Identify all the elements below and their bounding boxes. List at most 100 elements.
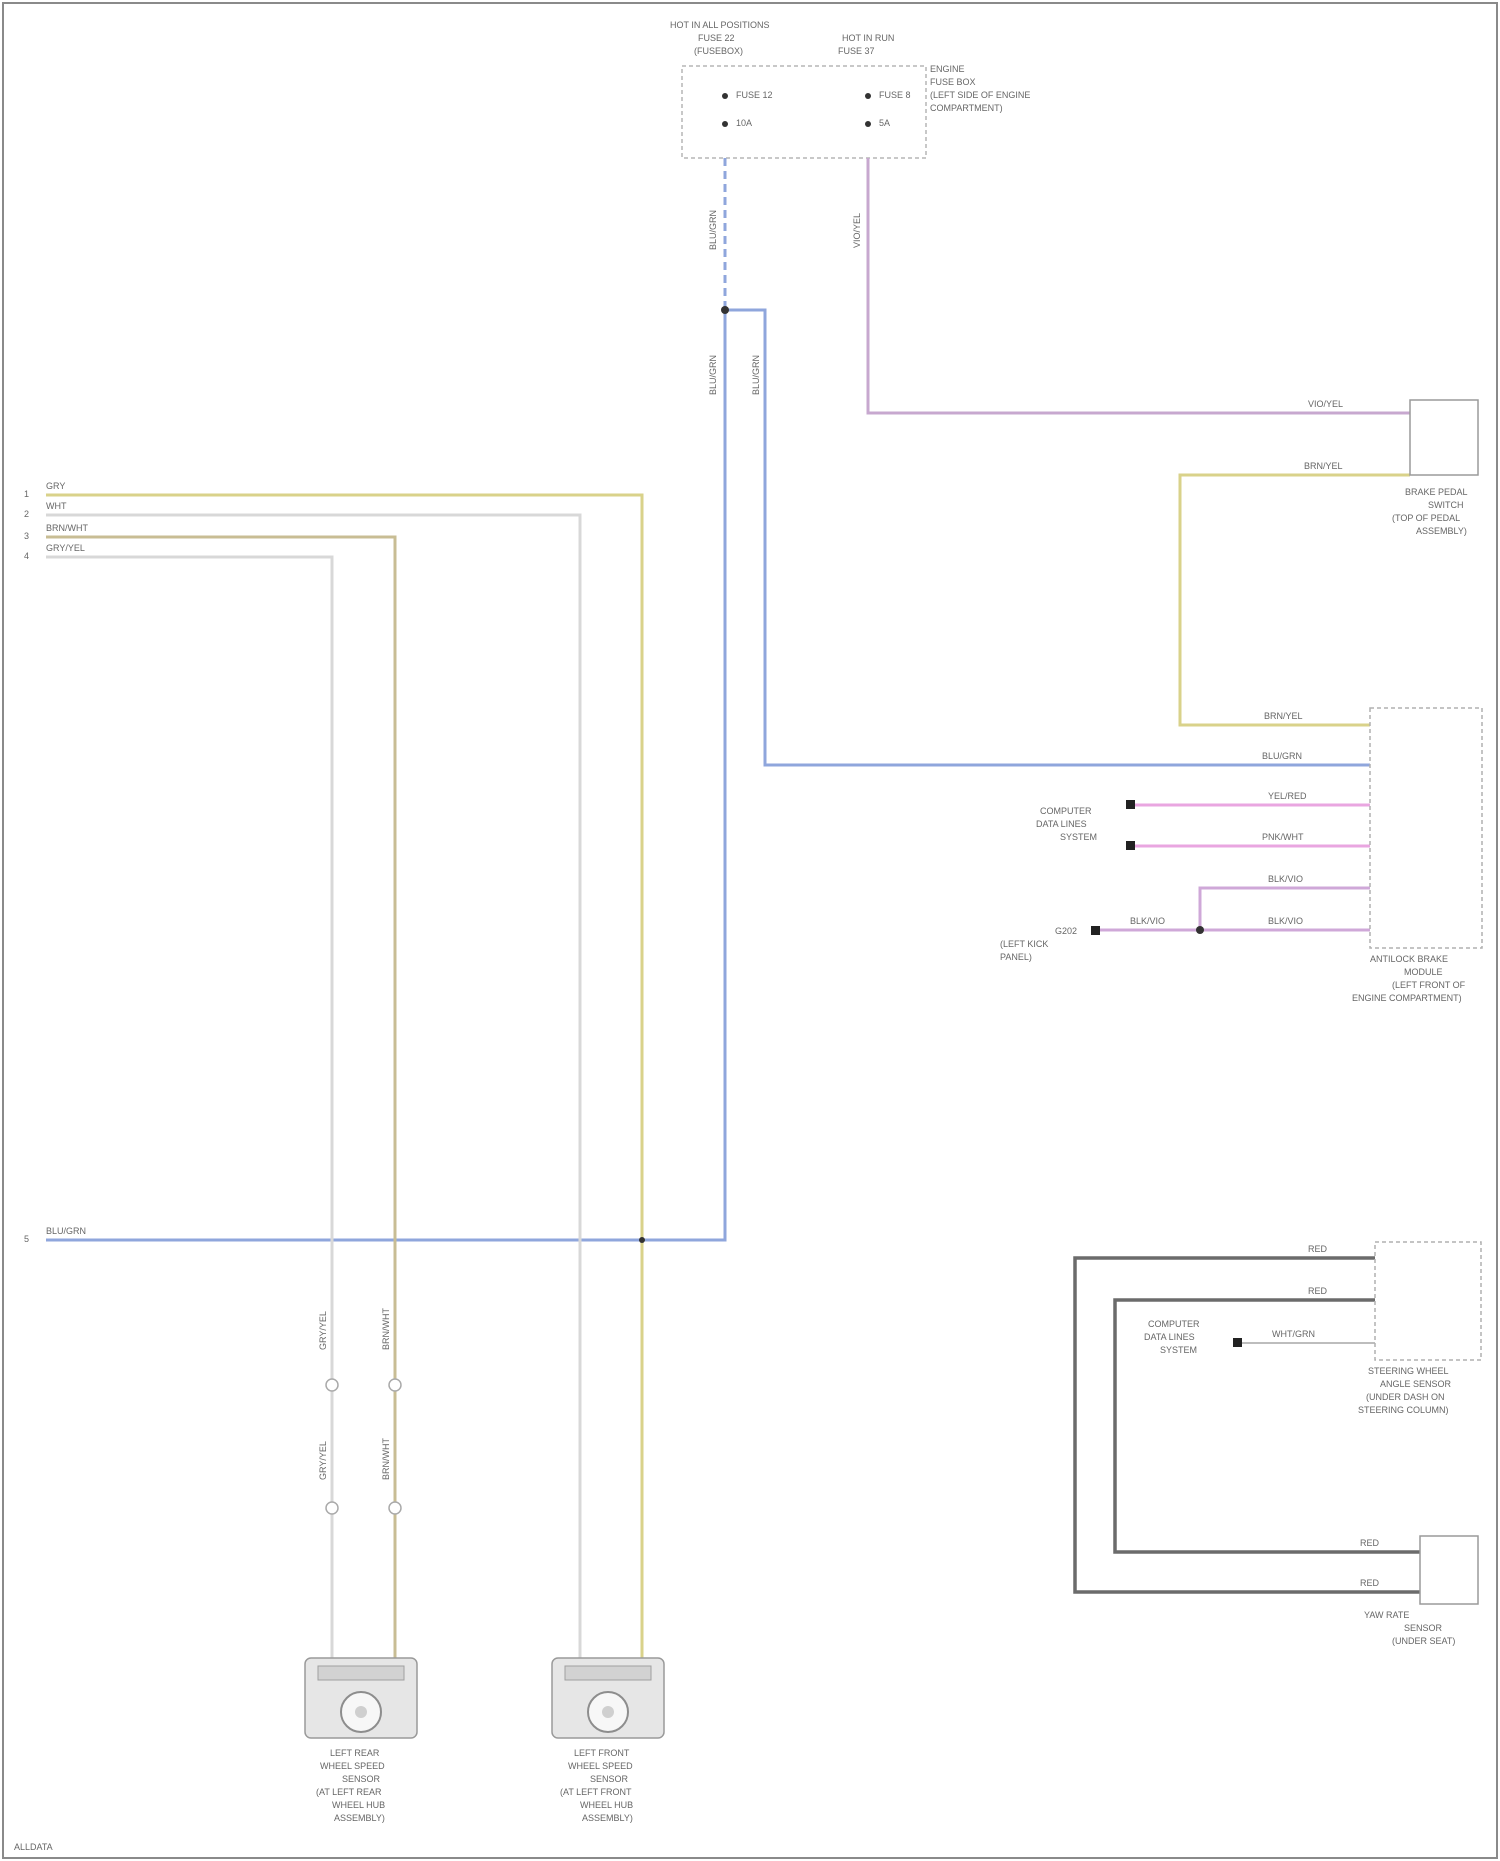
ground-label-1: G202 <box>1055 926 1077 936</box>
terminal-pink-2 <box>1126 841 1135 850</box>
inline-connector-2 <box>389 1379 401 1391</box>
wire-purple <box>868 158 1410 413</box>
brake-switch-label-1: BRAKE PEDAL <box>1405 487 1468 497</box>
wire-label-pink4: BLK/VIO <box>1268 916 1303 926</box>
wire-label-dark2: RED <box>1308 1286 1328 1296</box>
fuse-terminal-a <box>722 93 728 99</box>
fuse-title-right: HOT IN RUN <box>842 33 894 43</box>
fuse-b-amp: 5A <box>879 118 890 128</box>
wire-label-blu-left: BLU/GRN <box>46 1226 86 1236</box>
yaw-sensor-label-3: (UNDER SEAT) <box>1392 1636 1455 1646</box>
steering-sensor-label-3: (UNDER DASH ON <box>1366 1392 1445 1402</box>
fuse-box-outline <box>682 66 926 158</box>
abs-module <box>1370 708 1482 948</box>
sensor-right-label-3: SENSOR <box>590 1774 629 1784</box>
wire-label-vio-fuse: VIO/YEL <box>852 213 862 248</box>
left-pin-3: 3 <box>24 531 29 541</box>
wire-label-dark4: RED <box>1360 1578 1380 1588</box>
wire-left-light-2 <box>46 557 332 1658</box>
left-rear-wheel-speed-sensor <box>305 1658 417 1738</box>
wire-label-vio-h: VIO/YEL <box>1308 399 1343 409</box>
sensor-left-label-6: ASSEMBLY) <box>334 1813 385 1823</box>
yaw-sensor <box>1420 1536 1478 1604</box>
wire-label-pink5: BLK/VIO <box>1130 916 1165 926</box>
terminal-pink-1 <box>1126 800 1135 809</box>
inline-connector-3 <box>326 1502 338 1514</box>
abs-module-label-4: ENGINE COMPARTMENT) <box>1352 993 1462 1003</box>
wire-yellow <box>1180 475 1410 725</box>
sensor-left-label-3: SENSOR <box>342 1774 381 1784</box>
fuse-box-desc-2: FUSE BOX <box>930 77 976 87</box>
fuse-title-right-sub: FUSE 37 <box>838 46 875 56</box>
sensor-right-label-5: WHEEL HUB <box>580 1800 633 1810</box>
ground-label-3: PANEL) <box>1000 952 1032 962</box>
wire-label-pink3: BLK/VIO <box>1268 874 1303 884</box>
footer-watermark: ALLDATA <box>14 1842 53 1852</box>
wire-label-dark1: RED <box>1308 1244 1328 1254</box>
brake-switch-label-3: (TOP OF PEDAL <box>1392 513 1460 523</box>
fuse-title-left: HOT IN ALL POSITIONS <box>670 20 770 30</box>
inline-connector-1 <box>326 1379 338 1391</box>
data-link-label-3: SYSTEM <box>1060 832 1097 842</box>
wire-label-sensor-a1: GRY/YEL <box>318 1311 328 1350</box>
wire-label-dark3: RED <box>1360 1538 1380 1548</box>
wire-label-blu-a: BLU/GRN <box>708 355 718 395</box>
left-pin-1: 1 <box>24 489 29 499</box>
steering-sensor-label-4: STEERING COLUMN) <box>1358 1405 1449 1415</box>
abs-module-label-1: ANTILOCK BRAKE <box>1370 954 1448 964</box>
fuse-terminal-b2 <box>865 121 871 127</box>
brake-switch <box>1410 400 1478 475</box>
wire-label-sensor-b2: BRN/WHT <box>381 1438 391 1480</box>
data-link2-label-3: SYSTEM <box>1160 1345 1197 1355</box>
fuse-box-desc-1: ENGINE <box>930 64 965 74</box>
splice-node-blue <box>721 306 729 314</box>
wire-label-small-gray: WHT/GRN <box>1272 1329 1315 1339</box>
data-link-label-2: DATA LINES <box>1036 819 1087 829</box>
ground-label-2: (LEFT KICK <box>1000 939 1048 949</box>
left-front-wheel-speed-sensor <box>552 1658 664 1738</box>
wire-label-pink1: YEL/RED <box>1268 791 1307 801</box>
inline-connector-4 <box>389 1502 401 1514</box>
sensor-right-label-1: LEFT FRONT <box>574 1748 630 1758</box>
fuse-box-desc-3: (LEFT SIDE OF ENGINE <box>930 90 1030 100</box>
brake-switch-label-4: ASSEMBLY) <box>1416 526 1467 536</box>
left-pin-4: 4 <box>24 551 29 561</box>
wire-label-sensor-a2: GRY/YEL <box>318 1441 328 1480</box>
fuse-title-left-sub2: (FUSEBOX) <box>694 46 743 56</box>
wire-left-yellow <box>46 495 642 1658</box>
sensor-left-label-1: LEFT REAR <box>330 1748 380 1758</box>
left-pin-5: 5 <box>24 1234 29 1244</box>
wire-blue-main <box>46 310 725 1240</box>
terminal-data-link-2 <box>1233 1338 1242 1347</box>
data-link2-label-2: DATA LINES <box>1144 1332 1195 1342</box>
wire-label-pink2: PNK/WHT <box>1262 832 1304 842</box>
yaw-sensor-label-1: YAW RATE <box>1364 1610 1409 1620</box>
splice-node-pink <box>1196 926 1204 934</box>
left-wire-label-4: GRY/YEL <box>46 543 85 553</box>
fuse-terminal-b <box>865 93 871 99</box>
wire-label-blu-fuse: BLU/GRN <box>708 210 718 250</box>
wire-label-sensor-b1: BRN/WHT <box>381 1308 391 1350</box>
sensor-right-label-2: WHEEL SPEED <box>568 1761 633 1771</box>
steering-sensor-label-1: STEERING WHEEL <box>1368 1366 1449 1376</box>
left-wire-label-2: WHT <box>46 501 67 511</box>
steering-sensor <box>1375 1242 1481 1360</box>
sensor-left-label-2: WHEEL SPEED <box>320 1761 385 1771</box>
sensor-right-label-4: (AT LEFT FRONT <box>560 1787 632 1797</box>
terminal-ground <box>1091 926 1100 935</box>
abs-module-label-2: MODULE <box>1404 967 1443 977</box>
fuse-a-amp: 10A <box>736 118 752 128</box>
wire-label-blu-b: BLU/GRN <box>751 355 761 395</box>
fuse-terminal-a2 <box>722 121 728 127</box>
sensor-right-label-6: ASSEMBLY) <box>582 1813 633 1823</box>
wire-label-brn-h: BRN/YEL <box>1304 461 1343 471</box>
left-wire-label-3: BRN/WHT <box>46 523 88 533</box>
left-pin-2: 2 <box>24 509 29 519</box>
data-link-label-1: COMPUTER <box>1040 806 1092 816</box>
fuse-title-left-sub: FUSE 22 <box>698 33 735 43</box>
steering-sensor-label-2: ANGLE SENSOR <box>1380 1379 1452 1389</box>
fuse-b-label: FUSE 8 <box>879 90 911 100</box>
left-wire-label-1: GRY <box>46 481 65 491</box>
fuse-a-label: FUSE 12 <box>736 90 773 100</box>
